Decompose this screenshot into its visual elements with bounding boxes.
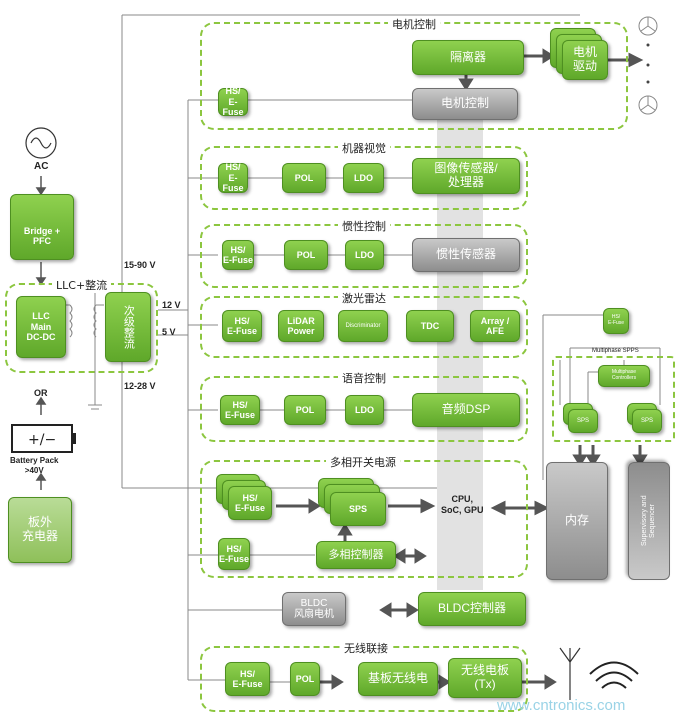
sps-small-left-block: SPS: [568, 409, 598, 433]
ac-label: AC: [34, 161, 49, 172]
array-afe-block: Array / AFE: [470, 310, 520, 342]
vision-ldo-block: LDO: [343, 163, 384, 193]
voice-title: 语音控制: [338, 370, 390, 386]
wireless-fuse-block: HS/ E-Fuse: [225, 662, 270, 696]
lidar-power-block: LiDAR Power: [278, 310, 324, 342]
watermark: www.cntronics.com: [497, 697, 626, 714]
voice-fuse-block: HS/ E-Fuse: [220, 395, 260, 425]
baseband-radio-block: 基板无线电: [358, 662, 438, 696]
voltage-12: 12 V: [162, 300, 181, 310]
vision-title: 机器视觉: [338, 140, 390, 156]
inertial-title: 惯性控制: [338, 218, 390, 234]
battery-label: Battery Pack >40V: [10, 456, 59, 475]
inertial-ldo-block: LDO: [345, 240, 384, 270]
or-label: OR: [34, 388, 48, 398]
sps-small-right-block: SPS: [632, 409, 662, 433]
bldc-fan-motor-block: BLDC 风扇电机: [282, 592, 346, 626]
svg-text:+/−: +/−: [28, 432, 56, 448]
multiphase-spps-group: [552, 356, 675, 442]
discriminator-block: Discriminator: [338, 310, 388, 342]
bldc-controller-block: BLDC控制器: [418, 592, 526, 626]
lidar-fuse-block: HS/ E-Fuse: [222, 310, 262, 342]
voltage-5: 5 V: [162, 327, 176, 337]
lidar-title: 激光雷达: [338, 290, 390, 306]
wireless-title: 无线联接: [340, 640, 392, 656]
motor-control-title: 电机控制: [388, 16, 440, 32]
motor-fuse-block: HS/ E-Fuse: [218, 86, 248, 117]
tdc-block: TDC: [406, 310, 454, 342]
supervisory-sequencer-block: Supervisory and Sequencer: [628, 462, 670, 580]
multiphase-title: 多相开关电源: [326, 454, 400, 470]
bridge-pfc-block: Bridge + PFC: [10, 194, 74, 260]
multiphase-spps-label: Multiphase SPPS: [592, 348, 639, 354]
mp-fuse-block: HS/ E-Fuse: [228, 486, 272, 520]
vision-pol-block: POL: [282, 163, 326, 193]
inertial-sensor-block: 惯性传感器: [412, 238, 520, 272]
llc-main-block: LLC Main DC-DC: [16, 296, 66, 358]
multiphase-controller-block: 多相控制器: [316, 541, 396, 569]
vision-fuse-block: HS/ E-Fuse: [218, 162, 248, 193]
voltage-15-90: 15-90 V: [124, 260, 156, 270]
radio-board-tx-block: 无线电板 (Tx): [448, 658, 522, 698]
inertial-pol-block: POL: [284, 240, 328, 270]
wireless-pol-block: POL: [290, 662, 320, 696]
isolator-block: 隔离器: [412, 40, 524, 75]
memory-block: 内存: [546, 462, 608, 580]
motor-drive-block: 电机 驱动: [562, 40, 608, 80]
hs-fuse-small-block: HS/ E-Fuse: [603, 308, 629, 334]
offboard-charger-block: 板外 充电器: [8, 497, 72, 563]
mp-fuse2-block: HS/ E-Fuse: [218, 538, 250, 570]
audio-dsp-block: 音频DSP: [412, 393, 520, 427]
voice-ldo-block: LDO: [345, 395, 384, 425]
image-sensor-block: 图像传感器/ 处理器: [412, 158, 520, 194]
secondary-rectifier-block: 次级整流: [105, 292, 151, 362]
motor-controller-block: 电机控制: [412, 88, 518, 120]
voice-pol-block: POL: [284, 395, 326, 425]
mp-controllers-small-block: Multiphase Controllers: [598, 365, 650, 387]
cpu-soc-gpu-label: CPU, SoC, GPU: [441, 494, 484, 516]
sps-block: SPS: [330, 492, 386, 526]
inertial-fuse-block: HS/ E-Fuse: [222, 240, 254, 270]
voltage-12-28: 12-28 V: [124, 381, 156, 391]
llc-group-title: LLC+整流: [52, 277, 112, 293]
